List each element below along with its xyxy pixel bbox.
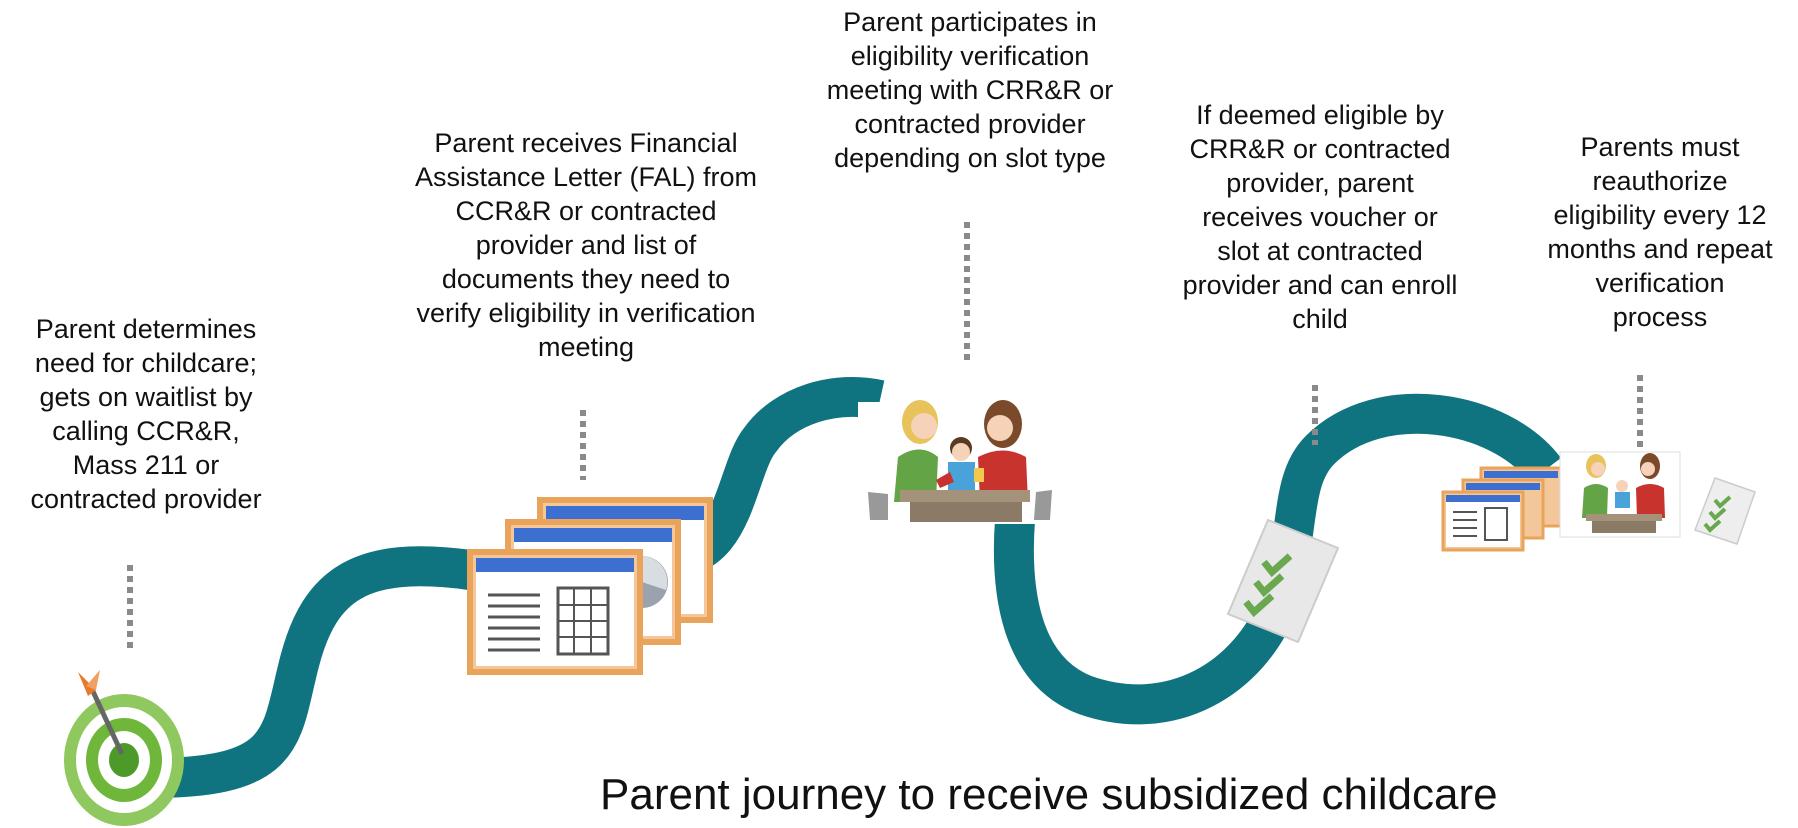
step-3-description: Parent participates in eligibility verif… [826, 7, 1114, 173]
target-arrow-icon [64, 670, 184, 826]
diagram-title: Parent journey to receive subsidized chi… [600, 770, 1498, 819]
repeat-process-icons [1441, 451, 1756, 552]
step-2-description: Parent receives Financial Assistance Let… [414, 128, 758, 362]
step-4-description: If deemed eligible by CRR&R or contracte… [1182, 100, 1458, 334]
meeting-illustration-icon [858, 400, 1058, 524]
step-5-description: Parents must reauthorize eligibility eve… [1547, 132, 1773, 332]
step-1-description: Parent determines need for childcare; ge… [30, 314, 262, 514]
small-checklist-icon [1694, 477, 1756, 545]
documents-icon [467, 497, 713, 675]
checklist-icon [1226, 518, 1340, 644]
small-meeting-illustration-icon [1559, 451, 1681, 538]
small-documents-icon [1441, 466, 1563, 552]
